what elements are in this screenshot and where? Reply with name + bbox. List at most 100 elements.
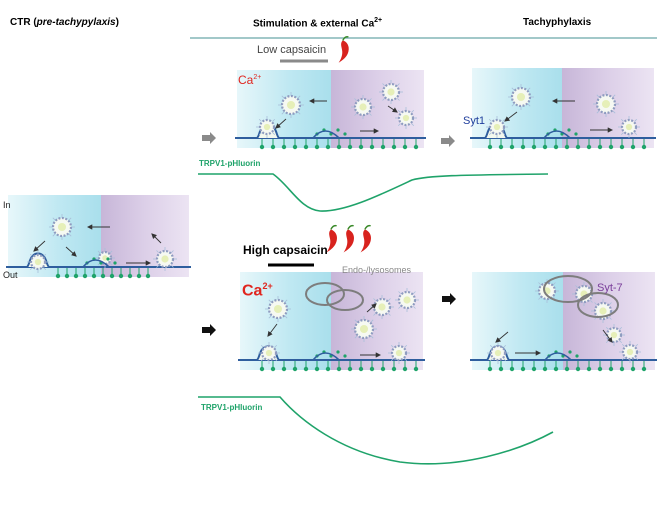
header-tachyphylaxis: Tachyphylaxis	[523, 17, 592, 28]
endo-lysosomes-label: Endo-/lysosomes	[342, 265, 412, 275]
fusion-patch-dot	[336, 350, 340, 354]
vesicle	[351, 316, 377, 342]
vesicle-spike	[511, 87, 515, 91]
vesicle-core	[610, 331, 618, 339]
vesicle-spike	[109, 250, 113, 254]
receptor-dot	[145, 273, 151, 279]
receptor-dot	[597, 366, 603, 372]
vesicle-spike	[258, 132, 262, 136]
pepper-body	[343, 229, 355, 253]
vesicle-core	[402, 114, 410, 122]
vesicle-core	[494, 349, 502, 357]
vesicle	[256, 116, 278, 138]
membrane-bulge	[543, 130, 571, 139]
out-label: Out	[3, 270, 18, 280]
membrane-bulge	[544, 352, 572, 361]
vesicle-spike	[489, 344, 493, 348]
vesicle-spike	[68, 217, 72, 221]
syt1-label: Syt1	[463, 115, 486, 127]
vesicle-spike	[397, 109, 401, 113]
vesicle-spike	[274, 344, 278, 348]
receptor-dot	[575, 144, 581, 150]
receptor-dot	[553, 366, 559, 372]
pepper-icon	[343, 224, 355, 253]
receptor-dot	[369, 144, 375, 150]
vesicle-spike	[511, 103, 515, 107]
receptor-dot	[542, 366, 548, 372]
vesicle-spike	[68, 233, 72, 237]
vesicle-spike	[502, 132, 506, 136]
receptor-dot	[369, 366, 375, 372]
vesicle-spike	[489, 358, 493, 362]
endolysosome-ring	[305, 282, 345, 306]
vesicle-core	[403, 296, 411, 304]
vesicle-spike	[609, 317, 612, 320]
vesicle-spike	[43, 253, 47, 257]
vesicle-spike	[29, 267, 33, 271]
receptor-dot	[314, 366, 320, 372]
receptor-dot	[100, 273, 106, 279]
vesicle-spike	[411, 123, 415, 127]
receptor-dot	[358, 144, 364, 150]
receptor-dot	[487, 144, 493, 150]
panel-stim-low	[235, 70, 426, 150]
receptor-dot	[641, 366, 647, 372]
vesicle-spike	[527, 103, 531, 107]
vesicle-spike	[503, 344, 507, 348]
receptor-dot	[303, 144, 309, 150]
vesicle-core	[359, 324, 369, 334]
receptor-dot	[259, 144, 265, 150]
panel-tachy-high	[470, 272, 657, 372]
receptor-dot	[281, 366, 287, 372]
receptor-dot	[487, 366, 493, 372]
vesicle	[618, 116, 640, 138]
vesicle-spike	[553, 282, 556, 285]
vesicle-spike	[268, 299, 272, 303]
ca-label-bottom-text: Ca	[242, 282, 263, 300]
vesicle-spike	[43, 267, 47, 271]
header-stimulation-text: Stimulation & external Ca	[253, 18, 375, 30]
vesicle-core	[599, 307, 607, 315]
arrow-ctr-to-low	[202, 132, 216, 144]
vesicle-spike	[612, 94, 616, 98]
receptor-dot	[564, 366, 570, 372]
vesicle-spike	[619, 340, 623, 344]
vesicle-core	[387, 88, 395, 96]
vesicle-spike	[281, 111, 285, 115]
movement-arrow	[65, 246, 77, 257]
receptor-dot	[402, 144, 408, 150]
vesicle	[351, 95, 375, 119]
fusion-patch-dot	[574, 132, 578, 136]
receptor-dot	[358, 366, 364, 372]
vesicle-core	[34, 258, 42, 266]
vesicle-core	[263, 123, 271, 131]
vesicle	[619, 341, 641, 363]
receptor-dot	[64, 273, 70, 279]
vesicle-spike	[354, 319, 358, 323]
low-capsaicin-label: Low capsaicin	[257, 44, 327, 56]
vesicle-spike	[612, 110, 616, 114]
vesicle	[395, 288, 419, 312]
receptor-dot	[509, 144, 515, 150]
fusion-patch-dot	[567, 128, 571, 132]
vesicle-spike	[52, 233, 56, 237]
header-ctr-italic: pre-tachypylaxis	[36, 17, 116, 28]
vesicle-spike	[373, 313, 376, 316]
vesicle-spike	[488, 132, 492, 136]
header-ctr-prefix: CTR (	[10, 17, 37, 28]
vesicle-spike	[171, 265, 174, 268]
vesicle-core	[395, 349, 403, 357]
vesicle	[395, 107, 417, 129]
vesicle-spike	[609, 302, 612, 305]
movement-arrow	[504, 111, 518, 122]
vesicle	[370, 295, 394, 319]
receptor-dot	[91, 273, 97, 279]
vesicle-core	[286, 100, 296, 110]
receptor-dot	[127, 273, 133, 279]
vesicle-spike	[284, 299, 288, 303]
receptor-dot	[413, 144, 419, 150]
panel-ctr	[6, 195, 191, 279]
vesicle-spike	[109, 262, 113, 266]
vesicle-spike	[634, 132, 638, 136]
